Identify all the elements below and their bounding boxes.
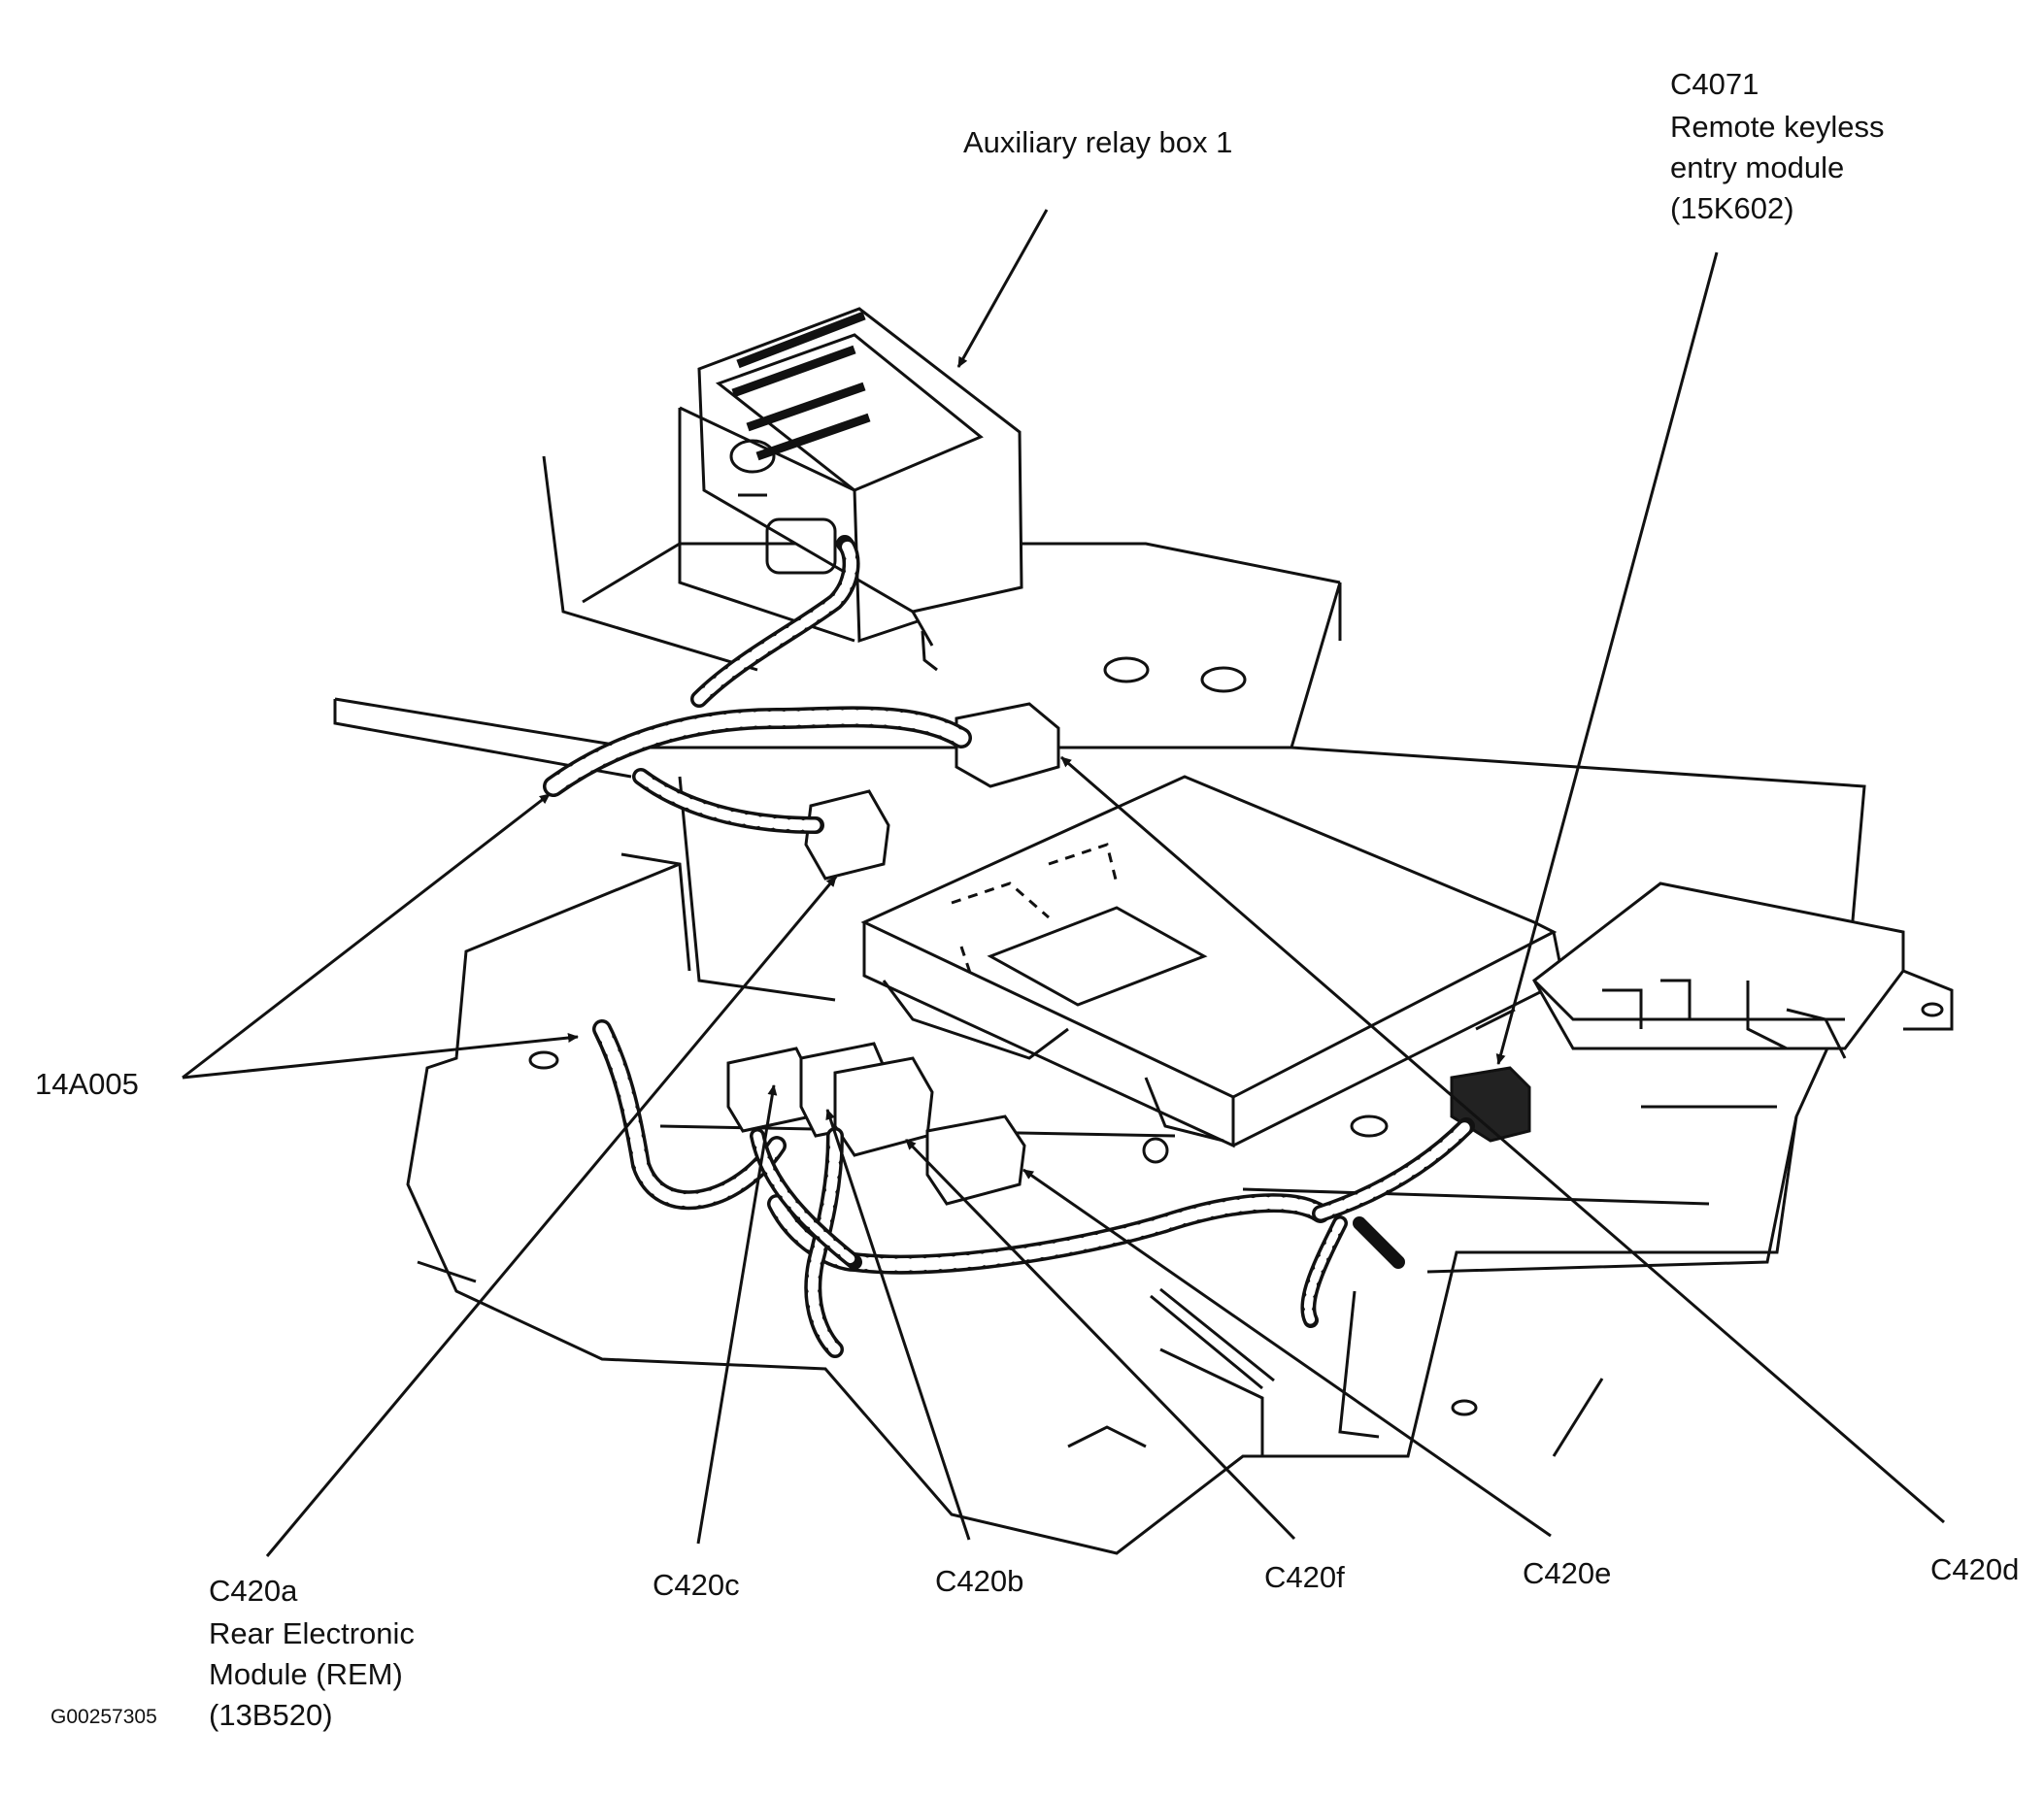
connector-c420a [804,789,890,881]
leader-c420d [1060,755,1945,1524]
leader-c420c [696,1084,778,1545]
label-c4071-line-1: C4071 [1670,67,1759,101]
leader-c420e [1022,1168,1552,1538]
connectors [726,702,1531,1206]
label-c4071-line-2: Remote keyless [1670,110,1885,144]
leader-c420a [265,876,838,1557]
leader-lines [182,209,1945,1557]
label-c420a-line-4: (13B520) [209,1698,333,1732]
label-c420d: C420d [1930,1552,2020,1586]
leader-14a005-lower [182,1033,579,1080]
label-harness-14a005: 14A005 [35,1067,139,1101]
leader-aux-relay [956,209,1049,368]
label-c4071-line-3: entry module [1670,150,1845,184]
remote-keyless-entry-module [1532,881,1954,1059]
rear-electronic-module [860,775,1565,1164]
harness-14a005 [543,535,1475,1358]
label-c420a-line-1: C420a [209,1574,298,1608]
figure-id: G00257305 [50,1706,157,1728]
label-c420e: C420e [1523,1556,1612,1590]
label-c420a-line-3: Module (REM) [209,1657,403,1691]
leader-c420f [904,1138,1296,1541]
label-auxiliary-relay-box: Auxiliary relay box 1 [963,125,1233,159]
leader-c420b [825,1109,971,1541]
label-c4071-line-4: (15K602) [1670,191,1794,225]
label-c420f: C420f [1264,1560,1345,1594]
auxiliary-relay-box [678,307,1023,672]
label-c420c: C420c [653,1568,740,1602]
connector-c420e [925,1114,1026,1206]
leader-14a005-upper [182,792,551,1080]
connector-c420f [833,1056,934,1157]
label-c420b: C420b [935,1564,1024,1598]
label-c420a-line-2: Rear Electronic [209,1616,415,1650]
leader-c4071 [1495,251,1719,1065]
connector-c420d [955,702,1060,788]
